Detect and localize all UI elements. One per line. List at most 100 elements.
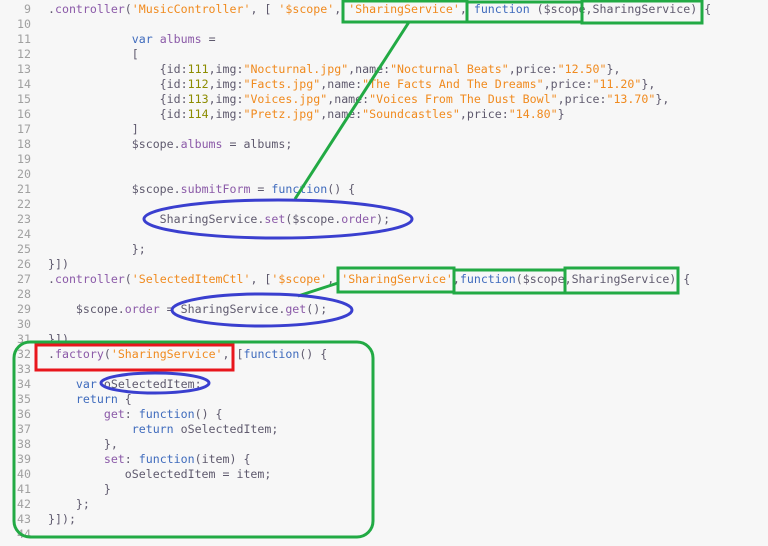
code-line: 20	[0, 167, 711, 182]
code-token: ,	[452, 272, 460, 286]
line-number: 33	[17, 362, 31, 376]
code-token: "12.50"	[557, 62, 607, 76]
line-number: 25	[17, 242, 31, 256]
code-token: },	[48, 437, 118, 451]
code-token: return	[131, 422, 174, 436]
code-token: =	[201, 32, 216, 46]
code-token: = SharingService.	[159, 302, 286, 316]
code-text	[31, 317, 48, 332]
code-token: }	[48, 482, 111, 496]
code-text: oSelectedItem = item;	[31, 467, 272, 482]
code-line: 35 return {	[0, 392, 711, 407]
code-text	[31, 362, 48, 377]
code-token: albums	[159, 32, 202, 46]
code-token: }	[557, 107, 565, 121]
code-token: ]	[48, 122, 139, 136]
code-text: [	[31, 47, 139, 62]
code-token: ,img:	[208, 92, 244, 106]
line-number: 24	[17, 227, 31, 241]
code-text: {id:114,img:"Pretz.jpg",name:"Soundcastl…	[31, 107, 565, 122]
code-token: }])	[48, 332, 69, 346]
code-token: :	[124, 407, 139, 421]
code-token: SharingService.	[48, 212, 265, 226]
code-token: ,	[459, 2, 474, 16]
code-token: {	[117, 392, 132, 406]
code-editor[interactable]: 9.controller('MusicController', [ '$scop…	[0, 2, 711, 542]
code-text: };	[31, 242, 146, 257]
code-line: 41 }	[0, 482, 711, 497]
code-line: 19	[0, 152, 711, 167]
code-text: var oSelectedItem;	[31, 377, 202, 392]
code-token: "14.80"	[508, 107, 558, 121]
line-number: 17	[17, 122, 31, 136]
code-line: 24	[0, 227, 711, 242]
code-token: $scope.	[48, 182, 181, 196]
line-number: 30	[17, 317, 31, 331]
code-token: function	[138, 452, 195, 466]
code-token: {id:	[48, 107, 188, 121]
code-line: 10	[0, 17, 711, 32]
code-token: ,name:	[327, 92, 370, 106]
code-token: () {	[194, 407, 223, 421]
code-token: , [	[250, 2, 279, 16]
code-token: );	[376, 212, 391, 226]
code-text: .controller('MusicController', [ '$scope…	[31, 2, 711, 17]
code-token: ,price:	[508, 62, 558, 76]
line-number: 42	[17, 497, 31, 511]
code-line: 23 SharingService.set($scope.order);	[0, 212, 711, 227]
line-number: 21	[17, 182, 31, 196]
code-token: ,price:	[557, 92, 607, 106]
code-line: 30	[0, 317, 711, 332]
line-number: 39	[17, 452, 31, 466]
code-line: 22	[0, 197, 711, 212]
code-line: 34 var oSelectedItem;	[0, 377, 711, 392]
code-line: 29 $scope.order = SharingService.get();	[0, 302, 711, 317]
code-token: var	[131, 32, 153, 46]
line-number: 31	[17, 332, 31, 346]
line-number: 37	[17, 422, 31, 436]
code-line: 26}])	[0, 257, 711, 272]
code-token: "Pretz.jpg"	[243, 107, 321, 121]
code-token: '$scope'	[271, 272, 328, 286]
code-token: "Voices From The Dust Bowl"	[369, 92, 558, 106]
code-token: factory	[54, 347, 104, 361]
code-token: 114	[187, 107, 209, 121]
code-token: controller	[54, 2, 125, 16]
code-token: 111	[187, 62, 209, 76]
code-token: "Nocturnal Beats"	[390, 62, 509, 76]
code-text: $scope.order = SharingService.get();	[31, 302, 327, 317]
code-token: ,name:	[320, 107, 363, 121]
code-line: 15 {id:113,img:"Voices.jpg",name:"Voices…	[0, 92, 711, 107]
line-number: 29	[17, 302, 31, 316]
code-token: , [	[222, 347, 244, 361]
code-token: (item) {	[194, 452, 251, 466]
code-token: =	[250, 182, 272, 196]
code-token: 'MusicController'	[131, 2, 251, 16]
code-token: {id:	[48, 77, 188, 91]
code-token: $scope.	[48, 137, 181, 151]
line-number: 19	[17, 152, 31, 166]
code-line: 17 ]	[0, 122, 711, 137]
code-line: 38 },	[0, 437, 711, 452]
line-number: 11	[17, 32, 31, 46]
code-token: function	[243, 347, 300, 361]
code-text	[31, 152, 48, 167]
line-number: 15	[17, 92, 31, 106]
code-token: {id:	[48, 92, 188, 106]
code-token: .	[48, 2, 55, 16]
code-token: 'SharingService'	[110, 347, 223, 361]
code-token: '$scope'	[278, 2, 335, 16]
code-token: set	[264, 212, 286, 226]
code-token: };	[48, 242, 146, 256]
code-token: () {	[299, 347, 328, 361]
line-number: 18	[17, 137, 31, 151]
code-text: {id:113,img:"Voices.jpg",name:"Voices Fr…	[31, 92, 670, 107]
code-token: },	[606, 62, 621, 76]
line-number: 44	[17, 527, 31, 541]
code-text: .factory('SharingService', [function() {	[31, 347, 327, 362]
code-text: ]	[31, 122, 139, 137]
code-token: "Voices.jpg"	[243, 92, 328, 106]
code-token: ,name:	[320, 77, 363, 91]
code-token: ();	[306, 302, 328, 316]
line-number: 34	[17, 377, 31, 391]
